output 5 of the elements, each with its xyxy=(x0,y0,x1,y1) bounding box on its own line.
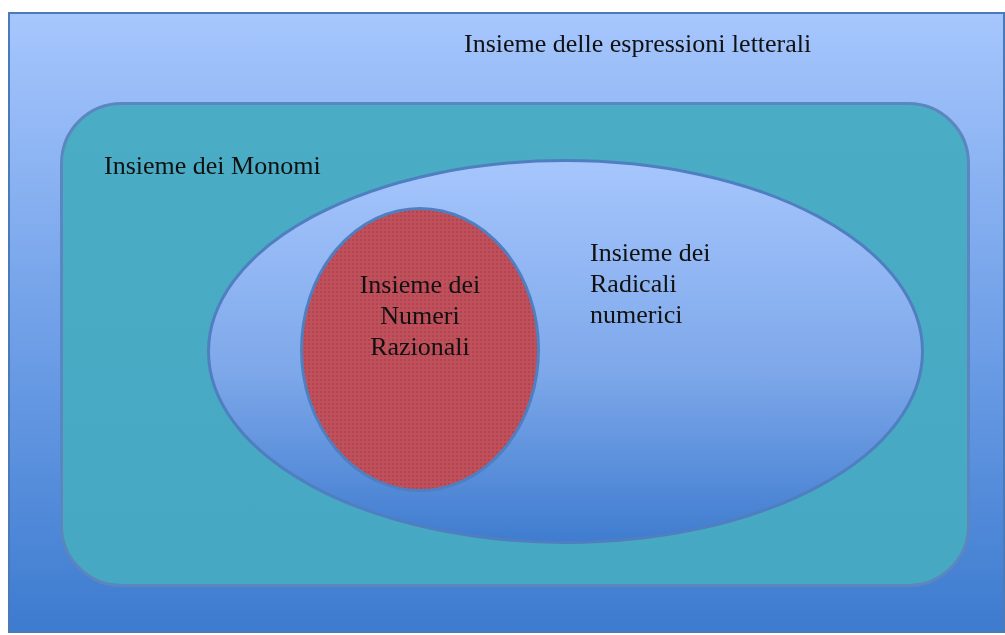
set-label: Insieme dei Radicali numerici xyxy=(590,237,712,330)
outer-set-rectangle xyxy=(8,12,1005,633)
set-title: Insieme delle espressioni letterali xyxy=(464,28,813,59)
set-label: Insieme dei Numeri Razionali xyxy=(358,269,482,362)
set-title: Insieme dei Monomi xyxy=(104,150,322,181)
